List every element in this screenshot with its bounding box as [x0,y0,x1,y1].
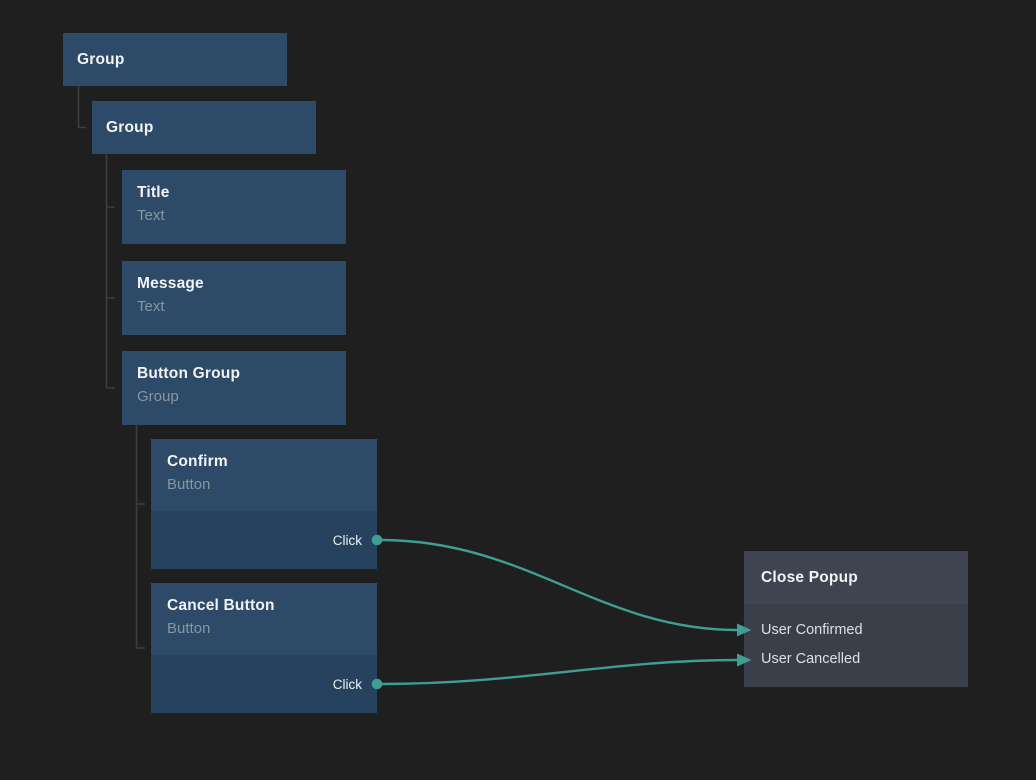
node-type-label: Button [167,476,211,493]
node-type-label: Text [137,207,165,224]
event-port-row: Click [151,511,377,569]
event-port-row: Click [151,655,377,713]
tree-connector-buttongroup-children [135,425,145,649]
tree-node-cancel-button[interactable]: Cancel Button Button Click [151,583,377,713]
node-type-label: Text [137,298,165,315]
node-title: Title [137,184,170,201]
click-port-label: Click [332,676,362,692]
node-header: Cancel Button Button [151,583,377,655]
node-title: Group [106,118,154,136]
tree-node-message[interactable]: Message Text [122,261,346,335]
wire-confirm-click-to-user-confirmed[interactable] [379,538,739,632]
tree-node-title[interactable]: Title Text [122,170,346,244]
node-title: Group [77,50,125,68]
input-row-user-confirmed[interactable]: User Confirmed [744,615,968,645]
tree-connector-group1-group2 [77,86,86,129]
input-label: User Confirmed [761,621,863,638]
tree-node-button-group[interactable]: Button Group Group [122,351,346,425]
tree-connector-group2-children [105,154,115,389]
tree-node-group-1[interactable]: Group [63,33,287,86]
input-row-user-cancelled[interactable]: User Cancelled [744,645,968,675]
tree-node-confirm[interactable]: Confirm Button Click [151,439,377,569]
action-node-close-popup[interactable]: Close Popup User Confirmed User Cancelle… [744,551,968,687]
click-port-label: Click [332,532,362,548]
node-type-label: Button [167,620,211,637]
node-header: Confirm Button [151,439,377,511]
wire-cancel-click-to-user-cancelled[interactable] [379,658,739,686]
tree-node-group-2[interactable]: Group [92,101,316,154]
node-title: Cancel Button [167,597,275,614]
action-node-title: Close Popup [761,568,858,586]
node-type-label: Group [137,388,179,405]
node-title: Message [137,275,204,292]
input-label: User Cancelled [761,651,861,668]
action-node-body: User Confirmed User Cancelled [744,604,968,687]
action-node-header: Close Popup [744,551,968,604]
node-title: Confirm [167,453,228,470]
node-title: Button Group [137,365,241,382]
